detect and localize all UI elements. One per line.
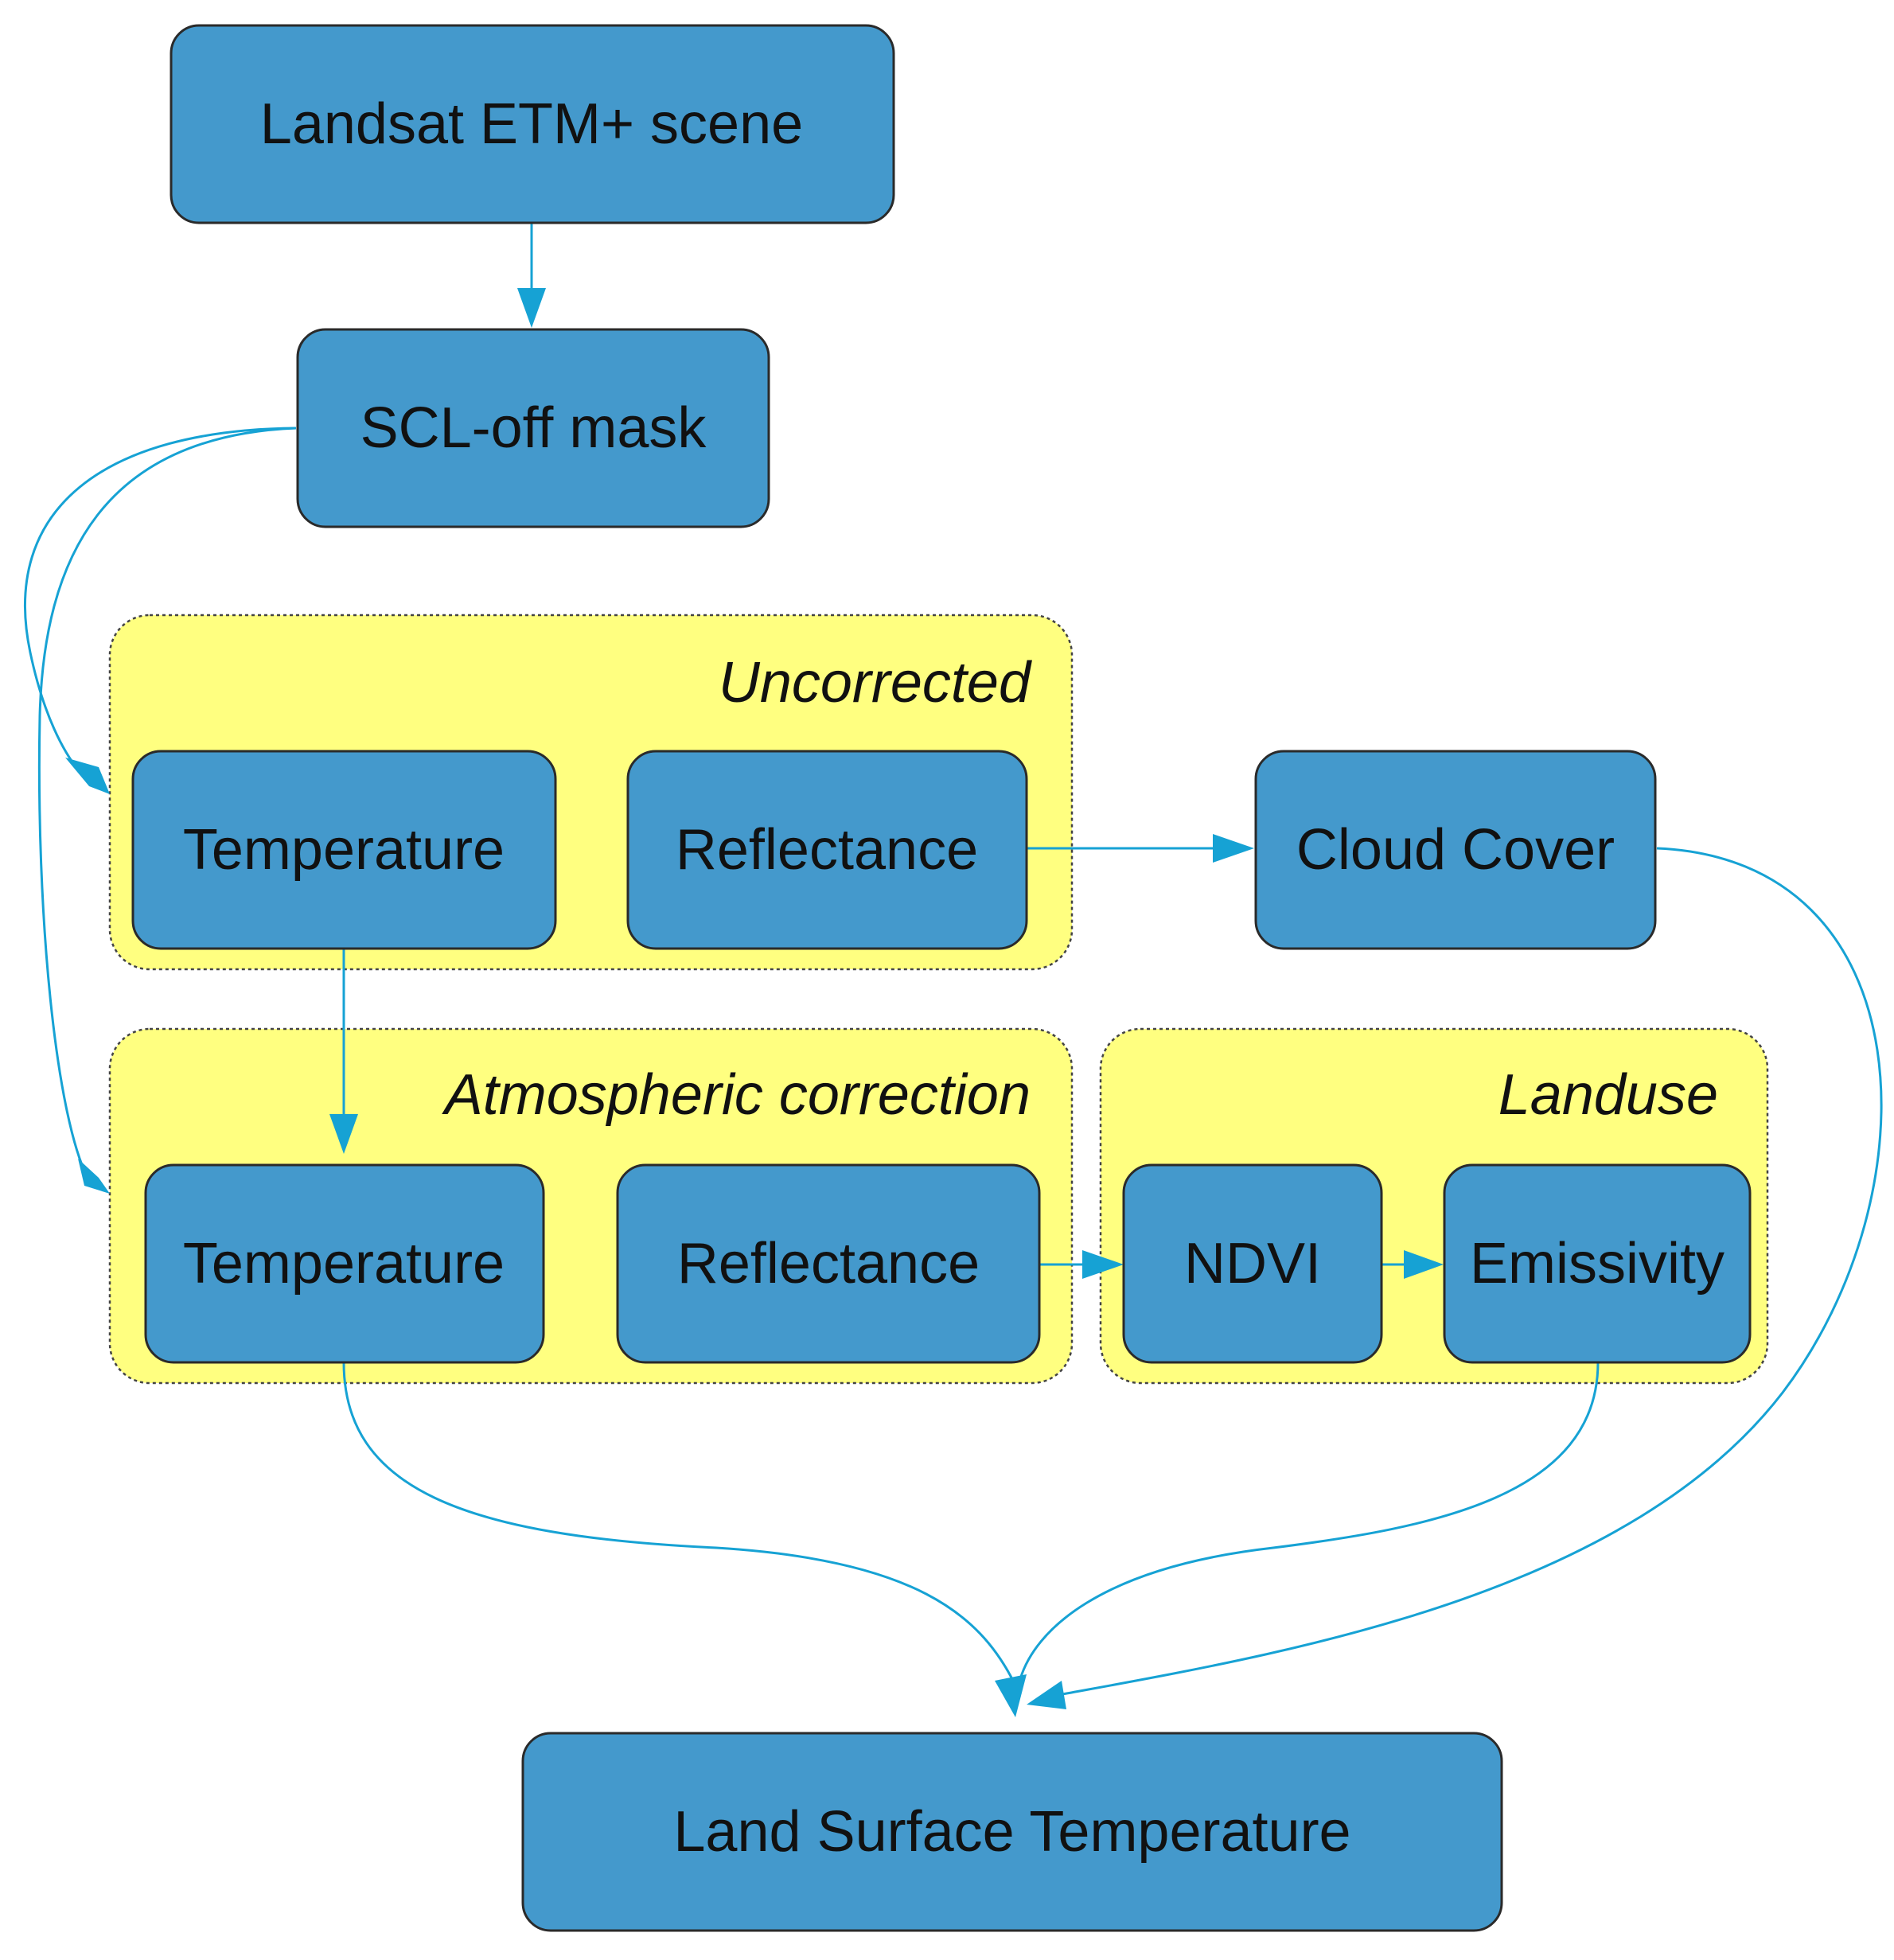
arrowhead-scl-to-atmospheric: [78, 1159, 110, 1194]
arrowhead-scl-to-uncorrected: [65, 758, 110, 794]
node-cloud-cover: Cloud Cover: [1254, 750, 1657, 950]
node-label-corrected-temperature: Temperature: [183, 1232, 505, 1296]
node-label-ndvi: NDVI: [1184, 1232, 1321, 1296]
edge-scl-to-atmospheric: [37, 427, 297, 1179]
node-scl-off-mask: SCL-off mask: [296, 328, 770, 528]
group-label-landuse: Landuse: [1498, 1063, 1718, 1127]
arrowhead-landsat-to-scl: [517, 288, 546, 328]
group-label-atmospheric-correction: Atmospheric correction: [442, 1063, 1031, 1127]
node-label-cloud-cover: Cloud Cover: [1296, 818, 1615, 882]
edge-cloud-cover-to-lst: [1058, 847, 1883, 1697]
arrowhead-temperature-to-temperature: [329, 1114, 358, 1154]
node-label-uncorrected-reflectance: Reflectance: [676, 818, 978, 882]
arrowhead-ndvi-to-emissivity: [1404, 1250, 1444, 1279]
node-uncorrected-reflectance: Reflectance: [626, 750, 1028, 950]
node-label-emissivity: Emissivity: [1470, 1232, 1724, 1296]
node-label-land-surface-temperature: Land Surface Temperature: [673, 1800, 1350, 1864]
node-label-landsat-scene: Landsat ETM+ scene: [260, 92, 803, 156]
node-label-scl-off-mask: SCL-off mask: [360, 396, 707, 460]
edge-temperature-to-lst: [342, 1362, 1014, 1680]
node-label-corrected-reflectance: Reflectance: [677, 1232, 980, 1296]
node-emissivity: Emissivity: [1443, 1163, 1752, 1364]
node-ndvi: NDVI: [1122, 1163, 1383, 1364]
arrowhead-cloud-cover-to-lst: [1027, 1681, 1066, 1709]
node-label-uncorrected-temperature: Temperature: [183, 818, 505, 882]
edge-scl-to-uncorrected: [23, 427, 297, 773]
node-landsat-scene: Landsat ETM+ scene: [170, 24, 895, 224]
node-corrected-temperature: Temperature: [144, 1163, 545, 1364]
arrowhead-temperature-to-lst: [995, 1674, 1027, 1717]
edge-emissivity-to-lst: [1019, 1362, 1600, 1680]
arrowhead-reflectance-to-cloud-cover: [1213, 834, 1254, 863]
node-corrected-reflectance: Reflectance: [616, 1163, 1041, 1364]
node-uncorrected-temperature: Temperature: [131, 750, 557, 950]
node-land-surface-temperature: Land Surface Temperature: [521, 1732, 1503, 1932]
group-label-uncorrected: Uncorrected: [719, 651, 1032, 715]
arrowhead-reflectance-to-ndvi: [1082, 1250, 1124, 1279]
edges: [23, 223, 1883, 1717]
